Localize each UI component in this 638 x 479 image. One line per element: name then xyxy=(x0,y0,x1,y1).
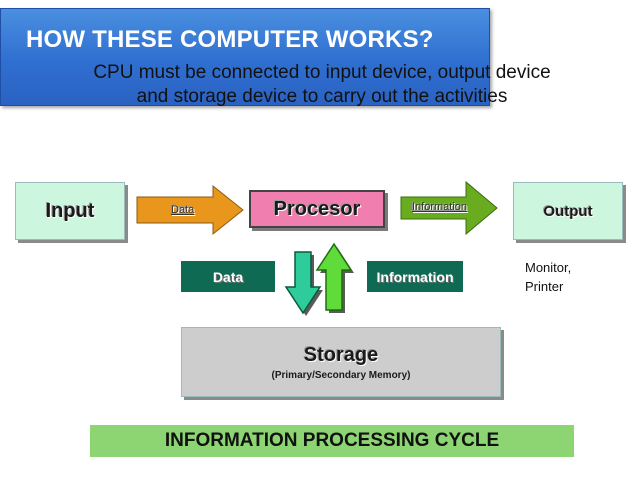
output-devices-note: Monitor, Printer xyxy=(525,258,605,296)
up-arrow xyxy=(315,242,354,313)
output-label: Output xyxy=(543,202,593,220)
output-arrow-label: Information xyxy=(412,201,468,213)
output-note-line1: Monitor, xyxy=(525,260,572,275)
storage-node: Storage (Primary/Secondary Memory) xyxy=(181,327,501,397)
storage-sublabel: (Primary/Secondary Memory) xyxy=(271,369,411,381)
input-to-processor-arrow xyxy=(136,184,244,236)
output-note-line2: Printer xyxy=(525,279,564,294)
information-tag: Information xyxy=(367,261,463,292)
data-tag: Data xyxy=(181,261,275,292)
input-label: Input xyxy=(45,199,95,222)
storage-label: Storage xyxy=(303,343,379,366)
page-title: HOW THESE COMPUTER WORKS? xyxy=(26,26,434,53)
title-banner xyxy=(0,8,490,106)
subtitle: CPU must be connected to input device, o… xyxy=(93,62,551,107)
input-node: Input xyxy=(15,182,125,240)
cycle-banner: INFORMATION PROCESSING CYCLE xyxy=(90,425,574,457)
down-arrow xyxy=(284,251,323,316)
processor-to-output-arrow xyxy=(400,180,498,236)
processor-node: Procesor xyxy=(249,190,385,228)
processor-label: Procesor xyxy=(273,197,361,220)
output-node: Output xyxy=(513,182,623,240)
input-arrow-label: Data xyxy=(171,204,195,216)
